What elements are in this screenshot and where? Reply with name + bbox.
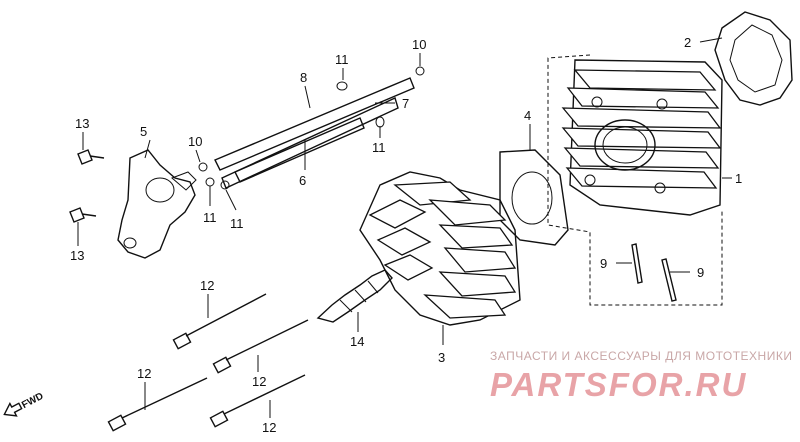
callout-12-a: 12: [200, 278, 214, 293]
callout-12-d: 12: [262, 420, 276, 435]
fwd-arrow: FWD: [3, 391, 45, 417]
callout-9-left: 9: [600, 256, 607, 271]
bolt-part-13-lower: [69, 207, 97, 223]
watermark-brand: PARTSFOR.RU: [490, 366, 747, 403]
callout-11-left-a: 11: [203, 210, 217, 225]
stud-part-9-left: [631, 243, 643, 284]
callout-labels: 1 2 3 4 5 6 7 8 9 9 10 10 11 11 11 11 12…: [70, 35, 742, 435]
callout-3: 3: [438, 350, 445, 365]
o-rings: [198, 66, 425, 190]
callout-11-mid: 11: [372, 140, 386, 155]
callout-5: 5: [140, 124, 147, 139]
leader-lines: [77, 37, 732, 418]
callout-12-b: 12: [252, 374, 266, 389]
callout-10-top: 10: [412, 37, 426, 52]
oil-pipe-part-8: [214, 77, 415, 189]
callout-4: 4: [524, 108, 531, 123]
callout-2: 2: [684, 35, 691, 50]
long-bolt-part-12-b: [212, 319, 309, 374]
callout-9-right: 9: [697, 265, 704, 280]
callout-13-upper: 13: [75, 116, 89, 131]
callout-10-left: 10: [188, 134, 202, 149]
watermark-caption: ЗАПЧАСТИ И АКСЕССУАРЫ ДЛЯ МОТОТЕХНИКИ: [490, 349, 792, 363]
stud-part-9-right: [661, 258, 677, 302]
spark-plug-part-14: [316, 269, 393, 323]
cylinder-head-part-3: [359, 171, 521, 326]
long-bolt-part-12-c: [107, 377, 208, 432]
bolt-part-13-upper: [77, 149, 105, 165]
callout-7: 7: [402, 96, 409, 111]
long-bolt-part-12-d: [209, 374, 306, 428]
callout-11-top: 11: [335, 52, 349, 67]
long-bolt-part-12-a: [172, 293, 267, 350]
callout-1: 1: [735, 171, 742, 186]
callout-12-c: 12: [137, 366, 151, 381]
callout-13-lower: 13: [70, 248, 84, 263]
assembly-bracket: [547, 54, 723, 306]
callout-14: 14: [350, 334, 364, 349]
oil-pipe-part-6: [234, 117, 365, 183]
callout-11-left-b: 11: [230, 216, 244, 231]
cylinder-gasket-part-2: [714, 11, 793, 106]
fwd-label: FWD: [20, 391, 45, 411]
callout-6: 6: [299, 173, 306, 188]
callout-8: 8: [300, 70, 307, 85]
bracket-part-5: [117, 149, 197, 259]
base-gasket-part-4: [499, 149, 569, 246]
cylinder-part-1: [561, 59, 723, 216]
